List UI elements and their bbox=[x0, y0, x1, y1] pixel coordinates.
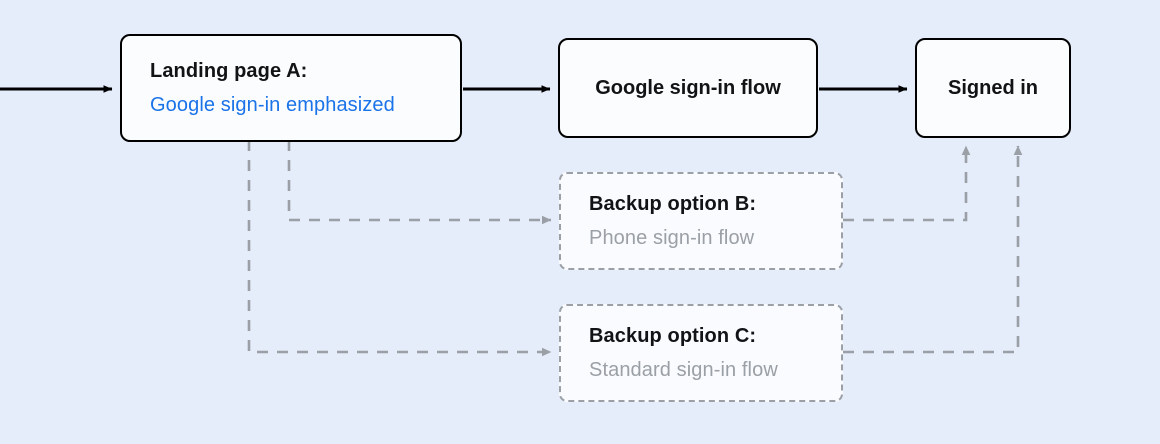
node-backup-option-c-title: Backup option C: bbox=[589, 324, 757, 347]
edge-landing-to-backupb bbox=[287, 140, 552, 225]
node-signed-in-title: Signed in bbox=[948, 76, 1038, 99]
node-google-sign-in-flow-title: Google sign-in flow bbox=[595, 76, 781, 99]
node-backup-option-c-subtitle: Standard sign-in flow bbox=[589, 358, 778, 381]
node-backup-option-b-title: Backup option B: bbox=[589, 192, 757, 215]
node-landing-page-a-title: Landing page A: bbox=[150, 59, 308, 82]
node-signed-in[interactable]: Signed in bbox=[915, 38, 1071, 138]
node-google-sign-in-flow[interactable]: Google sign-in flow bbox=[558, 38, 818, 138]
node-backup-option-c[interactable]: Backup option C: Standard sign-in flow bbox=[559, 304, 843, 402]
node-landing-page-a[interactable]: Landing page A: Google sign-in emphasize… bbox=[120, 34, 462, 142]
edge-landing-to-backupc bbox=[247, 140, 552, 357]
node-backup-option-b-subtitle: Phone sign-in flow bbox=[589, 226, 755, 249]
edge-backupc-to-signed bbox=[843, 145, 1023, 354]
node-landing-page-a-subtitle: Google sign-in emphasized bbox=[150, 93, 395, 116]
edge-backupb-to-signed bbox=[843, 145, 971, 222]
node-backup-option-b[interactable]: Backup option B: Phone sign-in flow bbox=[559, 172, 843, 270]
